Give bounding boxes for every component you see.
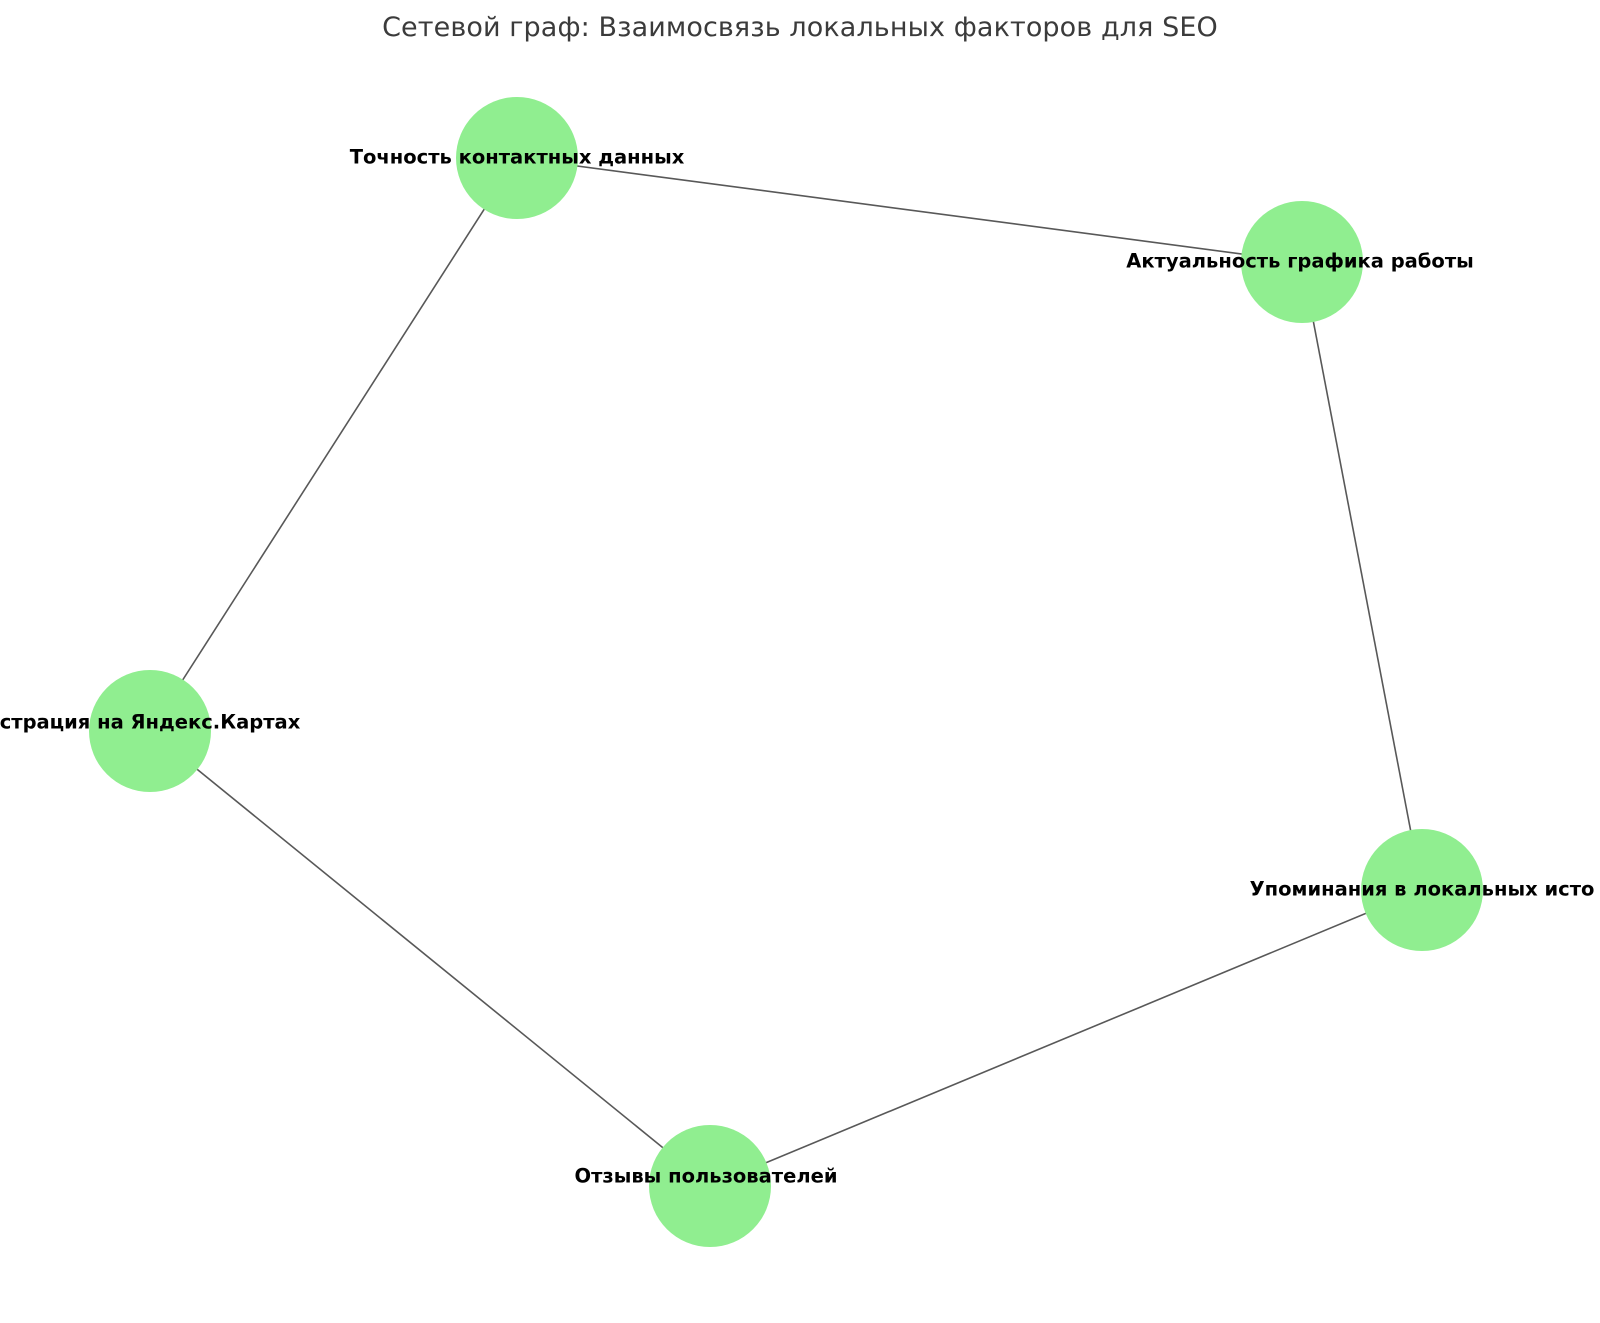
graph-node-schedule-relevance[interactable] [1241, 201, 1363, 323]
page-title: Сетевой граф: Взаимосвязь локальных факт… [382, 12, 1218, 43]
graph-node-label-user-reviews: Отзывы пользователей [574, 1164, 838, 1188]
graph-node-label-contact-accuracy: Точность контактных данных [349, 145, 685, 169]
graph-edge [709, 889, 1423, 1187]
graph-edge [149, 730, 711, 1187]
graph-edge [516, 157, 1303, 263]
graph-node-label-yandex-maps-registration: страция на Яндекс.Картах [0, 710, 301, 734]
graph-node-local-sources-mentions[interactable] [1361, 829, 1483, 951]
graph-node-label-local-sources-mentions: Упоминания в локальных исто [1249, 877, 1595, 901]
graph-node-contact-accuracy[interactable] [456, 97, 578, 219]
graph-edge [1301, 261, 1423, 891]
graph-node-user-reviews[interactable] [649, 1125, 771, 1247]
graph-node-yandex-maps-registration[interactable] [89, 670, 211, 792]
graph-edge [149, 157, 518, 732]
graph-node-label-schedule-relevance: Актуальность графика работы [1126, 249, 1474, 273]
